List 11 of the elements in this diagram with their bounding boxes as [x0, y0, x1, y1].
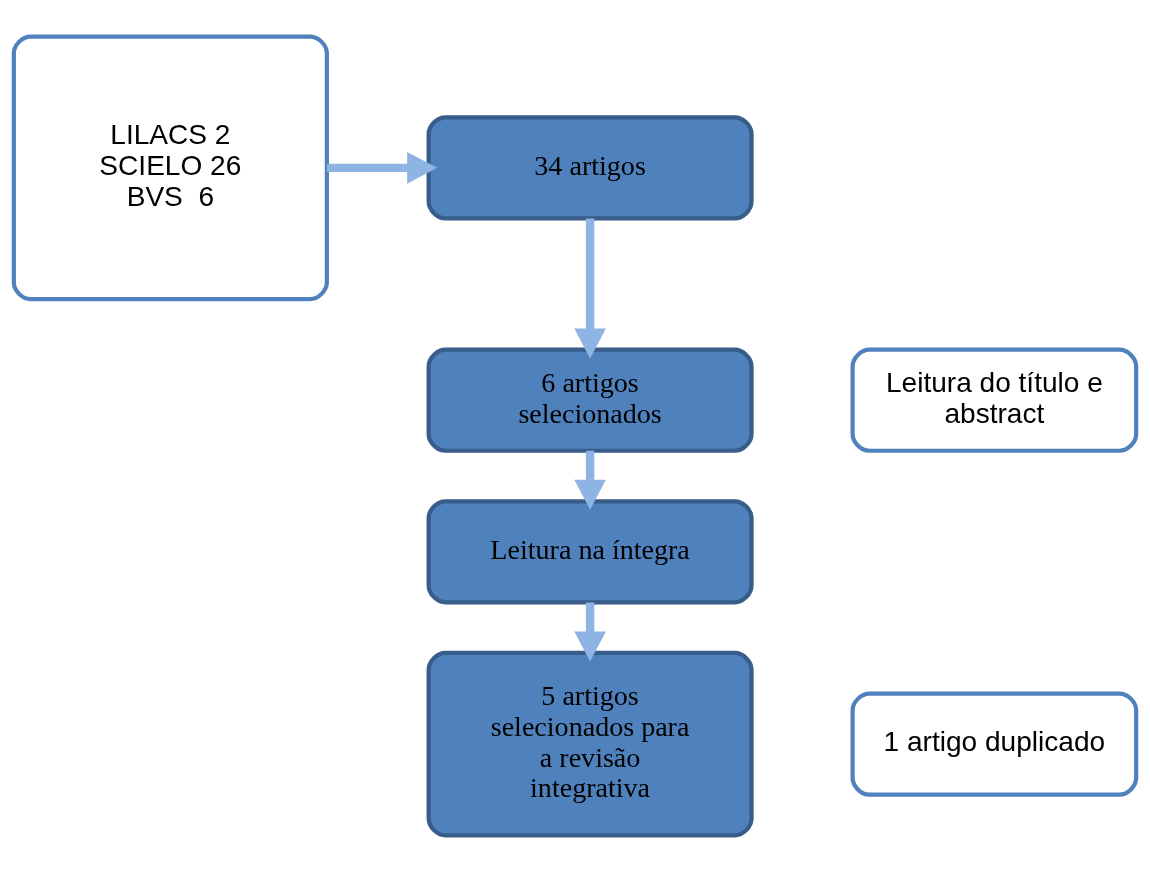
node-box: 5 artigos selecionados para a revisão integrativa: [426, 650, 754, 838]
arrow: [326, 152, 438, 184]
node-box: 1 artigo duplicado: [850, 691, 1139, 797]
arrow: [574, 450, 606, 510]
node-box: Leitura do título e abstract: [850, 347, 1139, 453]
arrow: [574, 218, 606, 359]
node-box: 34 artigos: [426, 115, 754, 221]
node-box: 6 artigos selecionados: [426, 347, 754, 453]
arrow: [574, 602, 606, 662]
node-box: LILACS 2 SCIELO 26 BVS 6: [11, 34, 329, 302]
node-box: Leitura na íntegra: [426, 499, 754, 605]
